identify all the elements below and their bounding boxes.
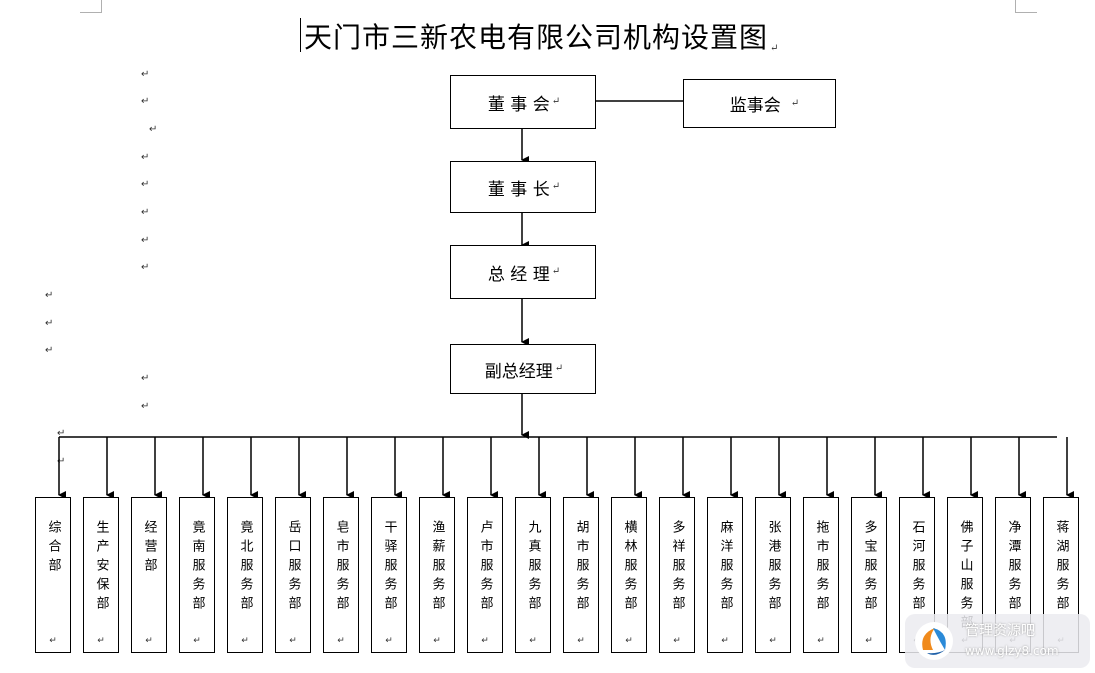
chairman-box: 董 事 长↵: [450, 161, 596, 213]
department-label: 麻洋服务部: [717, 520, 733, 615]
department-label: 多宝服务部: [861, 520, 877, 615]
department-label: 佛子山服务部: [957, 520, 973, 634]
paragraph-mark: ↵: [57, 428, 66, 439]
department-label: 净潭服务部: [1005, 520, 1021, 615]
paragraph-mark: ↵: [97, 636, 105, 646]
department-label: 胡市服务部: [573, 520, 589, 615]
paragraph-mark: ↵: [790, 97, 800, 109]
department-label: 多祥服务部: [669, 520, 685, 615]
department-box: 岳口服务部 ↵: [275, 497, 311, 653]
paragraph-mark: ↵: [193, 636, 201, 646]
department-label: 竟北服务部: [237, 520, 253, 615]
department-box: 九真服务部 ↵: [515, 497, 551, 653]
paragraph-mark: ↵: [337, 636, 345, 646]
department-label: 九真服务部: [525, 520, 541, 615]
corner-mark-top-left-h: [80, 12, 102, 13]
paragraph-mark: ↵: [551, 96, 561, 107]
paragraph-mark: ↵: [241, 636, 249, 646]
paragraph-mark: ↵: [433, 636, 441, 646]
paragraph-mark: ↵: [57, 456, 66, 467]
paragraph-mark: ↵: [141, 235, 150, 246]
paragraph-mark: ↵: [551, 181, 561, 192]
department-label: 经营部: [141, 520, 157, 577]
paragraph-mark: ↵: [45, 318, 54, 329]
department-label: 拖市服务部: [813, 520, 829, 615]
paragraph-mark: ↵: [385, 636, 393, 646]
department-label: 渔薪服务部: [429, 520, 445, 615]
paragraph-mark: ↵: [141, 179, 150, 190]
department-box: 生产安保部 ↵: [83, 497, 119, 653]
paragraph-mark: ↵: [141, 152, 150, 163]
department-label: 卢市服务部: [477, 520, 493, 615]
corner-mark-top-right-h: [1015, 12, 1037, 13]
department-label: 综合部: [45, 520, 61, 577]
paragraph-mark: ↵: [149, 124, 158, 135]
paragraph-mark: ↵: [289, 636, 297, 646]
paragraph-mark: ↵: [141, 401, 150, 412]
paragraph-mark: ↵: [551, 266, 561, 277]
paragraph-mark: ↵: [141, 262, 150, 273]
paragraph-mark: ↵: [141, 96, 150, 107]
department-box: 经营部 ↵: [131, 497, 167, 653]
paragraph-mark: ↵: [721, 636, 729, 646]
text-cursor: [300, 18, 301, 52]
paragraph-mark: ↵: [481, 636, 489, 646]
watermark: 管理资源吧 www.glzy8.com: [905, 614, 1090, 668]
paragraph-mark: ↵: [49, 636, 57, 646]
department-box: 综合部 ↵: [35, 497, 71, 653]
board-of-directors-box: 董 事 会↵: [450, 75, 596, 129]
paragraph-mark: ↵: [141, 373, 150, 384]
watermark-name: 管理资源吧: [965, 623, 1035, 639]
department-box: 拖市服务部 ↵: [803, 497, 839, 653]
department-label: 皂市服务部: [333, 520, 349, 615]
watermark-logo-icon: [915, 622, 953, 660]
paragraph-mark: ↵: [141, 69, 150, 80]
paragraph-mark: ↵: [673, 636, 681, 646]
department-box: 干驿服务部 ↵: [371, 497, 407, 653]
department-box: 胡市服务部 ↵: [563, 497, 599, 653]
department-label: 石河服务部: [909, 520, 925, 615]
department-label: 干驿服务部: [381, 520, 397, 615]
department-box: 渔薪服务部 ↵: [419, 497, 455, 653]
paragraph-mark: ↵: [770, 43, 780, 54]
paragraph-mark: ↵: [45, 345, 54, 356]
department-box: 多祥服务部 ↵: [659, 497, 695, 653]
corner-mark-top-left-v: [101, 0, 102, 12]
supervisory-board-box: 监事会↵: [683, 79, 836, 128]
corner-mark-top-right-v: [1015, 0, 1016, 12]
department-drops: [58, 437, 1074, 499]
department-box: 卢市服务部 ↵: [467, 497, 503, 653]
department-label: 横林服务部: [621, 520, 637, 615]
deputy-general-manager-box: 副总经理↵: [450, 344, 596, 394]
paragraph-mark: ↵: [554, 363, 564, 374]
paragraph-mark: ↵: [817, 636, 825, 646]
department-box: 横林服务部 ↵: [611, 497, 647, 653]
department-label: 竟南服务部: [189, 520, 205, 615]
paragraph-mark: ↵: [145, 636, 153, 646]
department-label: 蒋湖服务部: [1053, 520, 1069, 615]
watermark-url: www.glzy8.com: [965, 644, 1059, 658]
paragraph-mark: ↵: [141, 207, 150, 218]
paragraph-mark: ↵: [625, 636, 633, 646]
paragraph-mark: ↵: [577, 636, 585, 646]
paragraph-mark: ↵: [45, 290, 54, 301]
department-label: 岳口服务部: [285, 520, 301, 615]
paragraph-mark: ↵: [769, 636, 777, 646]
department-box: 多宝服务部 ↵: [851, 497, 887, 653]
department-box: 张港服务部 ↵: [755, 497, 791, 653]
department-box: 麻洋服务部 ↵: [707, 497, 743, 653]
department-box: 竟南服务部 ↵: [179, 497, 215, 653]
department-box: 竟北服务部 ↵: [227, 497, 263, 653]
general-manager-box: 总 经 理↵: [450, 245, 596, 299]
paragraph-mark: ↵: [865, 636, 873, 646]
department-label: 张港服务部: [765, 520, 781, 615]
paragraph-mark: ↵: [529, 636, 537, 646]
department-label: 生产安保部: [93, 520, 109, 615]
page-title: 天门市三新农电有限公司机构设置图↵: [304, 21, 780, 54]
department-box: 皂市服务部 ↵: [323, 497, 359, 653]
